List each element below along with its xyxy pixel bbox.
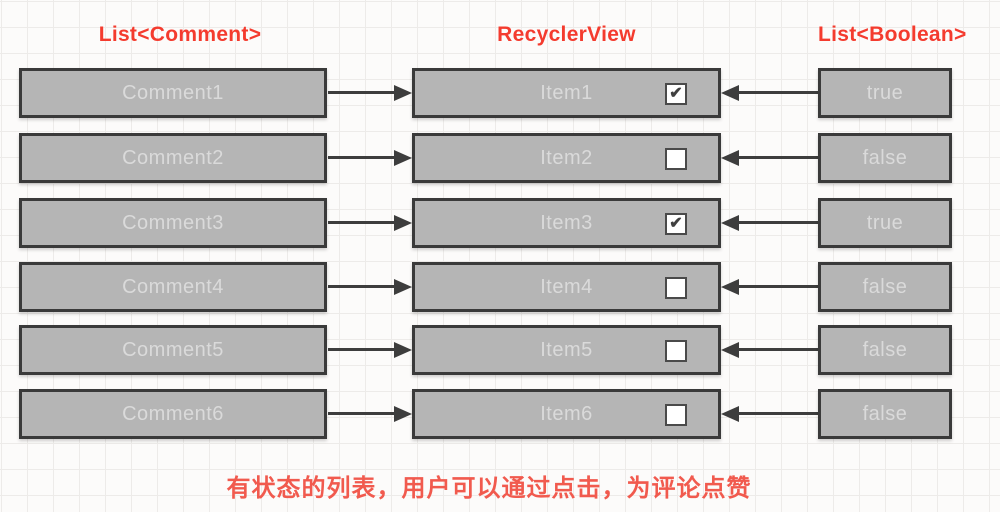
- boolean-box: false: [818, 325, 952, 375]
- item-label: Item5: [540, 339, 593, 361]
- recycler-item-box: Item4: [412, 262, 721, 312]
- arrow-right-icon: [328, 342, 412, 358]
- item-label: Item1: [540, 82, 593, 104]
- comment-label: Comment6: [122, 403, 224, 425]
- arrow-right-icon: [328, 406, 412, 422]
- column-header-list-boolean: List<Boolean>: [818, 23, 967, 46]
- diagram-caption: 有状态的列表，用户可以通过点击，为评论点赞: [226, 475, 752, 502]
- comment-label: Comment2: [122, 147, 224, 169]
- arrow-right-icon: [328, 150, 412, 166]
- boolean-label: false: [862, 147, 908, 169]
- boolean-box: false: [818, 262, 952, 312]
- checkbox-unchecked-icon: [665, 277, 687, 299]
- checkbox-checked-icon: ✔: [665, 83, 687, 105]
- comment-label: Comment4: [122, 276, 224, 298]
- comment-label: Comment5: [122, 339, 224, 361]
- column-header-recyclerview: RecyclerView: [497, 23, 636, 46]
- boolean-box: true: [818, 68, 952, 118]
- recycler-item-box: Item3 ✔: [412, 198, 721, 248]
- checkbox-checked-icon: ✔: [665, 213, 687, 235]
- item-label: Item3: [540, 212, 593, 234]
- diagram-row: Comment5 Item5 false: [0, 325, 1000, 375]
- boolean-box: true: [818, 198, 952, 248]
- boolean-box: false: [818, 133, 952, 183]
- diagram-row: Comment2 Item2 false: [0, 133, 1000, 183]
- comment-box: Comment2: [19, 133, 327, 183]
- comment-box: Comment5: [19, 325, 327, 375]
- arrow-left-icon: [721, 406, 818, 422]
- comment-box: Comment1: [19, 68, 327, 118]
- diagram-row: Comment6 Item6 false: [0, 389, 1000, 439]
- boolean-label: true: [866, 82, 904, 104]
- comment-label: Comment3: [122, 212, 224, 234]
- checkbox-unchecked-icon: [665, 340, 687, 362]
- checkbox-unchecked-icon: [665, 148, 687, 170]
- recycler-item-box: Item6: [412, 389, 721, 439]
- diagram-row: Comment4 Item4 false: [0, 262, 1000, 312]
- arrow-right-icon: [328, 279, 412, 295]
- checkbox-unchecked-icon: [665, 404, 687, 426]
- diagram-row: Comment3 Item3 ✔ true: [0, 198, 1000, 248]
- item-label: Item4: [540, 276, 593, 298]
- boolean-label: false: [862, 403, 908, 425]
- boolean-label: false: [862, 276, 908, 298]
- recycler-item-box: Item1 ✔: [412, 68, 721, 118]
- comment-box: Comment6: [19, 389, 327, 439]
- boolean-box: false: [818, 389, 952, 439]
- arrow-right-icon: [328, 85, 412, 101]
- recycler-item-box: Item5: [412, 325, 721, 375]
- comment-box: Comment4: [19, 262, 327, 312]
- boolean-label: true: [866, 212, 904, 234]
- arrow-left-icon: [721, 279, 818, 295]
- arrow-left-icon: [721, 150, 818, 166]
- item-label: Item6: [540, 403, 593, 425]
- diagram-row: Comment1 Item1 ✔ true: [0, 68, 1000, 118]
- boolean-label: false: [862, 339, 908, 361]
- arrow-right-icon: [328, 215, 412, 231]
- arrow-left-icon: [721, 215, 818, 231]
- comment-box: Comment3: [19, 198, 327, 248]
- arrow-left-icon: [721, 85, 818, 101]
- comment-label: Comment1: [122, 82, 224, 104]
- recycler-item-box: Item2: [412, 133, 721, 183]
- item-label: Item2: [540, 147, 593, 169]
- arrow-left-icon: [721, 342, 818, 358]
- column-header-list-comment: List<Comment>: [98, 23, 262, 46]
